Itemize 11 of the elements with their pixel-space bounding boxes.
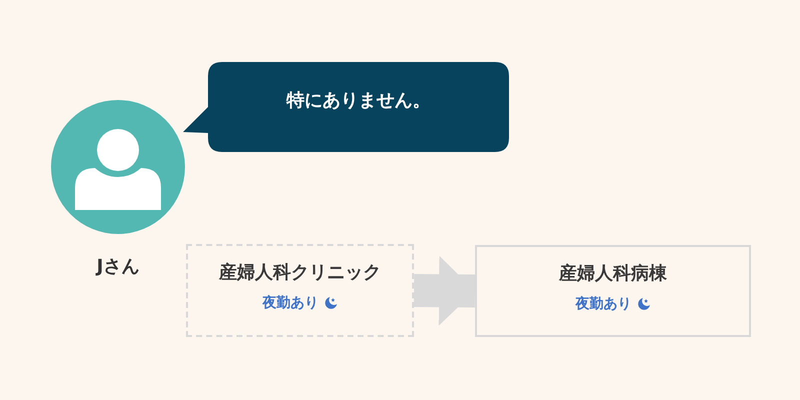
ward-box [186,244,414,337]
arrow [414,256,476,326]
ward-title: 産婦人科クリニック [218,261,382,284]
ward-box [475,245,751,337]
speech-bubble [183,62,509,152]
speech-text: 特にありません。 [285,89,432,112]
night-shift-label: 夜勤あり [477,295,749,313]
avatar-circle [51,100,185,234]
night-shift-label: 夜勤あり [188,294,412,312]
ward-title: 産婦人科病棟 [558,262,668,285]
person-name: Jさん [98,255,138,278]
